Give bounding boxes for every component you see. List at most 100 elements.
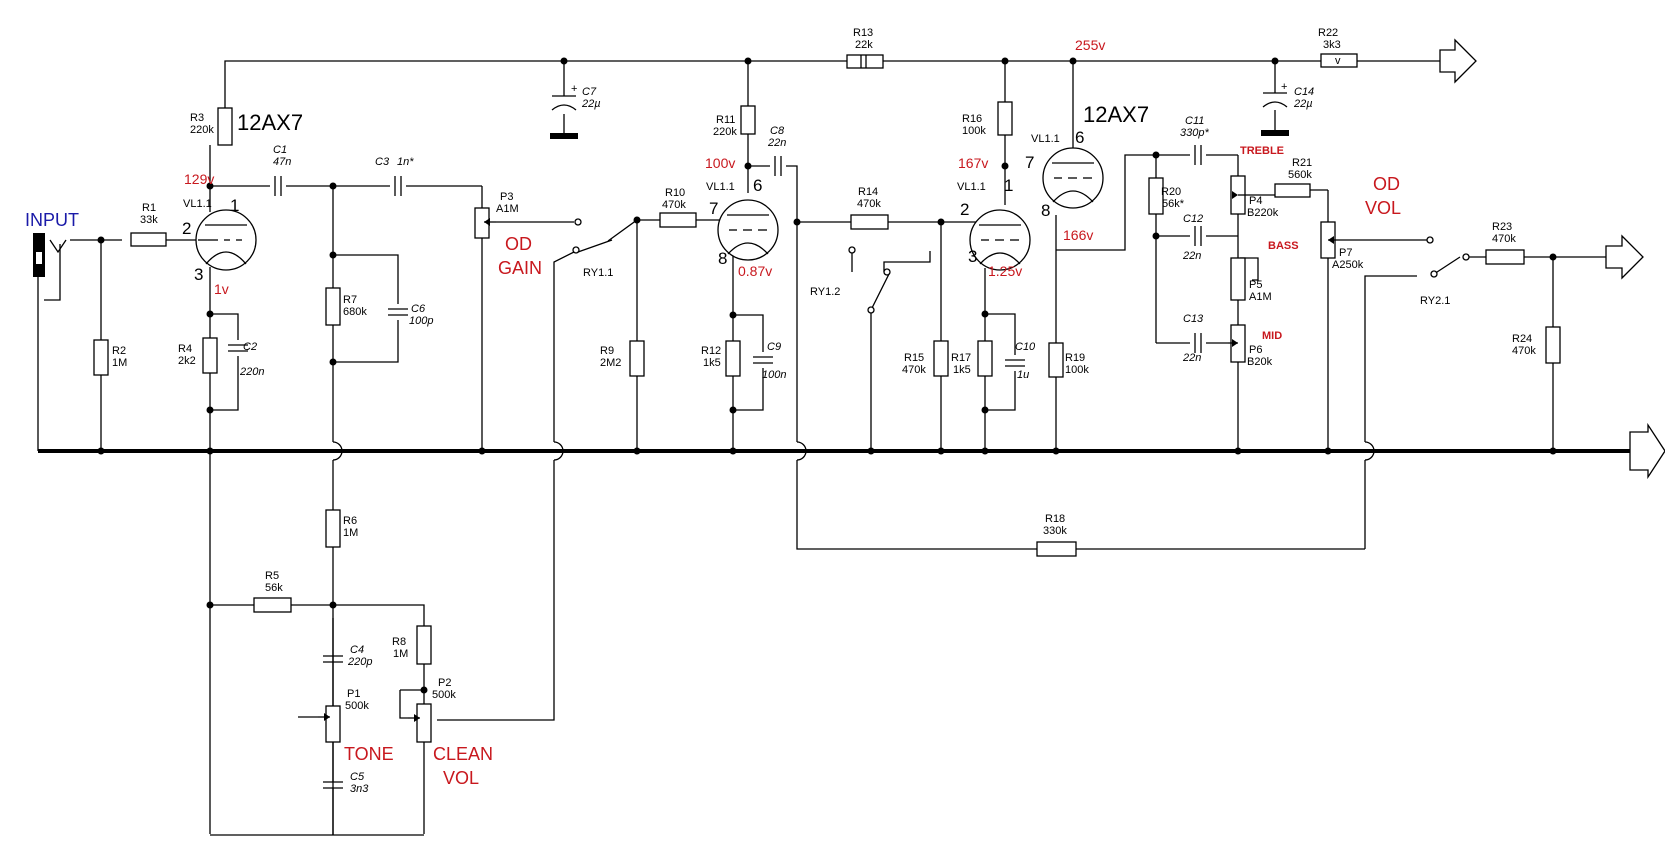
- r11-ref: R11: [716, 114, 735, 126]
- c2-ref: C2: [243, 341, 257, 353]
- r10-ref: R10: [665, 187, 685, 199]
- p2-ref: P2: [438, 677, 451, 689]
- c11-ref: C11: [1185, 115, 1204, 127]
- p1-value: 500k: [345, 700, 369, 712]
- c2-value: 220n: [239, 366, 264, 378]
- clean-vol-label-1: CLEAN: [433, 744, 493, 764]
- r4-body: [202, 337, 218, 374]
- r15-ref: R15: [904, 352, 924, 364]
- r19-value: 100k: [1065, 364, 1089, 376]
- pin-number: 7: [1025, 153, 1034, 172]
- tone-label: TONE: [344, 744, 394, 764]
- r3-ref: R3: [190, 112, 204, 124]
- r2-body: [93, 339, 109, 376]
- relay-ry1-1: RY1.1: [583, 267, 613, 279]
- r21-ref: R21: [1292, 157, 1312, 169]
- od-gain-label-1: OD: [505, 234, 532, 254]
- c12-ref: C12: [1183, 213, 1203, 225]
- potentiometers: [318, 175, 1340, 835]
- relay-ry2-1: RY2.1: [1420, 295, 1450, 307]
- relay-ry1-2: RY1.2: [810, 286, 840, 298]
- voltage-129v: 129v: [184, 171, 214, 187]
- od-gain-label-2: GAIN: [498, 258, 542, 278]
- r15-body: [933, 340, 949, 377]
- p5-value: A1M: [1249, 291, 1272, 303]
- r11-value: 220k: [713, 126, 737, 138]
- p3-ref: P3: [500, 191, 513, 203]
- p4-ref: P4: [1249, 195, 1262, 207]
- tube-type-v2: 12AX7: [1083, 102, 1149, 127]
- r23-body: [1485, 249, 1525, 265]
- r18-ref: R18: [1045, 513, 1065, 525]
- c14-value: 22µ: [1293, 98, 1313, 110]
- p7-value: A250k: [1332, 259, 1364, 271]
- c3-ref: C3: [375, 156, 390, 168]
- r23-ref: R23: [1492, 221, 1512, 233]
- c9-value: 100n: [762, 369, 786, 381]
- r21-body: [1274, 183, 1311, 198]
- c14-ref: C14: [1294, 86, 1314, 98]
- r22-body: [1320, 53, 1358, 68]
- pin-number: 1: [1004, 176, 1013, 195]
- r23-value: 470k: [1492, 233, 1516, 245]
- voltage-167v: 167v: [958, 155, 988, 171]
- r8-ref: R8: [392, 636, 406, 648]
- input-jack: [33, 233, 67, 277]
- r21-value: 560k: [1288, 169, 1312, 181]
- r16-value: 100k: [962, 125, 986, 137]
- r7-body: [325, 287, 341, 326]
- c3-value: 1n*: [397, 156, 414, 168]
- r10-value: 470k: [662, 199, 686, 211]
- p4-value: B220k: [1247, 207, 1279, 219]
- section-ref: VL1.1: [183, 198, 212, 210]
- r24-ref: R24: [1512, 333, 1532, 345]
- r5-value: 56k: [265, 582, 283, 594]
- pin-number: 3: [968, 247, 977, 266]
- voltage-1v: 1v: [214, 281, 229, 297]
- p6-value: B20k: [1247, 356, 1273, 368]
- r2-value: 1M: [112, 357, 127, 369]
- r13-value: 22k: [855, 39, 873, 51]
- c9-ref: C9: [767, 341, 781, 353]
- p1-ref: P1: [347, 688, 360, 700]
- bass-label: BASS: [1268, 240, 1299, 252]
- r17-ref: R17: [951, 352, 971, 364]
- section-ref: VL1.1: [957, 181, 986, 193]
- voltage-255v: 255v: [1075, 37, 1105, 53]
- wires: [37, 38, 1665, 836]
- r13-body: [846, 54, 884, 69]
- capacitor-plates: [228, 92, 1289, 789]
- tube-type-v1: 12AX7: [237, 110, 303, 135]
- r4-ref: R4: [178, 343, 192, 355]
- c6-value: 100p: [409, 315, 433, 327]
- c8-ref: C8: [770, 125, 785, 137]
- r2-ref: R2: [112, 345, 126, 357]
- treble-label: TREBLE: [1240, 145, 1284, 157]
- section-ref: VL1.1: [706, 181, 735, 193]
- r1-body: [130, 232, 167, 247]
- r22-ref: R22: [1318, 27, 1338, 39]
- r18-body: [1036, 541, 1077, 557]
- r20-body: [1148, 177, 1164, 215]
- r1-ref: R1: [142, 202, 156, 214]
- r9-value: 2M2: [600, 357, 621, 369]
- b-plus-arrow: [1439, 38, 1477, 84]
- pin-number: 7: [709, 199, 718, 218]
- resistor-bodies: [93, 53, 1561, 665]
- c6-ref: C6: [411, 303, 426, 315]
- od-vol-label-1: OD: [1373, 174, 1400, 194]
- pin-number: 3: [194, 265, 203, 284]
- r14-value: 470k: [857, 198, 881, 210]
- r9-body: [629, 340, 645, 377]
- pin-number: 1: [230, 196, 239, 215]
- c10-value: 1u: [1017, 369, 1029, 381]
- tube-envelopes: [195, 147, 1104, 271]
- pin-number: 2: [182, 219, 191, 238]
- junctions: [97, 57, 1557, 694]
- pin-number: 6: [1075, 128, 1084, 147]
- od-vol-label-2: VOL: [1365, 198, 1401, 218]
- c4-value: 220p: [347, 656, 372, 668]
- c10-ref: C10: [1015, 341, 1036, 353]
- labels: 12AX7 12AX7 VL1.1 VL1.1 VL1.1 VL1.1 1 2 …: [25, 27, 1536, 795]
- r22-marker: v: [1335, 55, 1341, 67]
